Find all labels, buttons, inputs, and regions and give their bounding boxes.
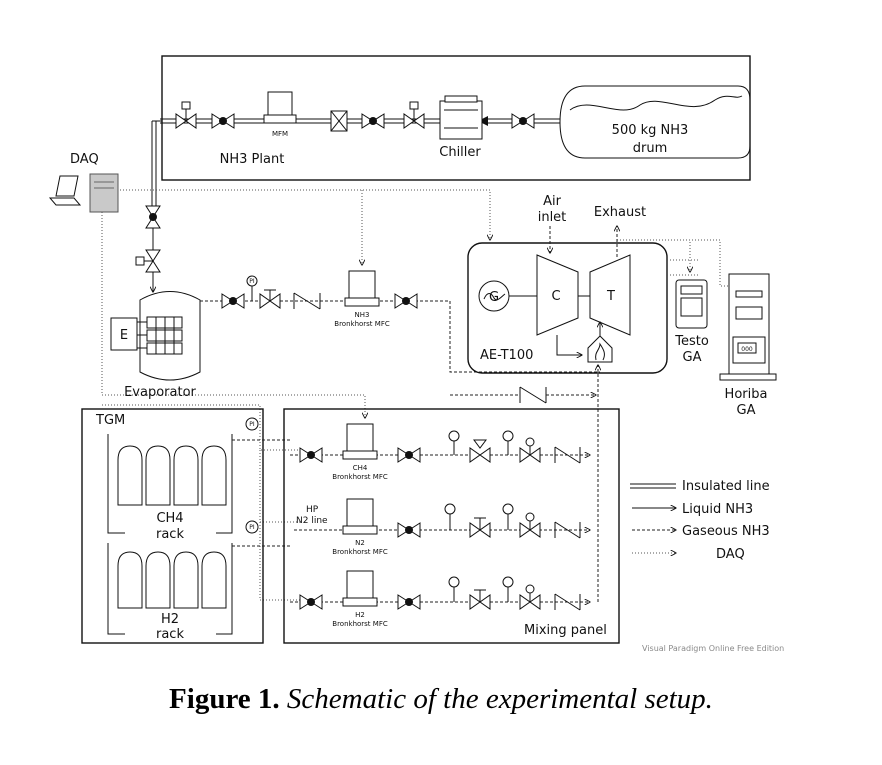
- nh3-mfc-label-2: Bronkhorst MFC: [334, 320, 390, 328]
- nh3-mfc-ball-valve: [394, 293, 418, 309]
- h2-rack-label-2: rack: [156, 627, 184, 642]
- air-inlet-label-1: Air: [543, 194, 562, 209]
- evap-pressure-indicator: PI: [246, 275, 258, 301]
- gaseous-nh3-line: PI NH3 Bronkhorst MFC: [200, 270, 600, 602]
- drum-ball-valve: [511, 113, 535, 129]
- nh3-plant-label: NH3 Plant: [220, 152, 285, 167]
- legend-label-3: DAQ: [716, 547, 745, 562]
- legend-label-0: Insulated line: [682, 479, 770, 494]
- mixing-panel: Mixing panel CH4 Bronkhorst MFC HP N2 li…: [283, 408, 620, 644]
- vertical-ball-valve: [145, 205, 161, 229]
- generator-label: G: [489, 290, 499, 305]
- caption-number: Figure 1.: [169, 683, 280, 715]
- ball-valve-3: [361, 113, 385, 129]
- legend-liquid-nh3: Liquid NH3: [632, 502, 753, 517]
- evaporator: E Evaporator: [110, 291, 201, 400]
- tgm-pi-1: PI: [249, 421, 255, 428]
- evap-pi-label: PI: [249, 278, 255, 285]
- horiba-gas-analyzer: 000 Horiba GA: [719, 273, 777, 418]
- nh3-mfc: NH3 Bronkhorst MFC: [334, 270, 390, 328]
- chiller: Chiller: [439, 95, 483, 160]
- mass-flow-meter: MFM: [263, 91, 297, 138]
- figure-caption: Figure 1. Schematic of the experimental …: [0, 683, 882, 716]
- legend-label-2: Gaseous NH3: [682, 524, 770, 539]
- testo-gas-analyzer: Testo GA: [674, 279, 709, 365]
- n2-mfc-label-1: N2: [355, 539, 365, 547]
- turbine-label: T: [606, 289, 615, 304]
- nh3-plant-box: 500 kg NH3 drum Chiller: [160, 55, 751, 181]
- e-box-label: E: [120, 328, 128, 343]
- horiba-label-2: GA: [737, 403, 756, 418]
- legend: Insulated line Liquid NH3 Gaseous NH3 DA…: [630, 479, 770, 562]
- testo-label-1: Testo: [674, 334, 709, 349]
- horiba-label-1: Horiba: [725, 387, 768, 402]
- evaporator-label: Evaporator: [124, 385, 196, 400]
- evap-needle-valve: [259, 289, 281, 309]
- vertical-control-valve: [135, 249, 161, 273]
- mfm-label: MFM: [272, 130, 288, 138]
- chiller-label: Chiller: [439, 145, 481, 160]
- evap-check-valve: [293, 292, 321, 310]
- nh3-drum-label-1: 500 kg NH3: [612, 123, 689, 138]
- watermark: Visual Paradigm Online Free Edition: [642, 644, 784, 653]
- tgm-box: TGM CH4 rack H2 rack PI PI: [81, 408, 290, 644]
- daq: DAQ: [48, 152, 119, 213]
- daq-signal-lines: [101, 189, 490, 601]
- evap-ball-valve: [221, 293, 245, 309]
- legend-daq: DAQ: [632, 547, 745, 562]
- hp-n2-label-2: N2 line: [296, 516, 328, 526]
- compressor-label: C: [551, 289, 560, 304]
- nh3-mfc-label-1: NH3: [355, 311, 370, 319]
- legend-gaseous-nh3: Gaseous NH3: [632, 524, 770, 539]
- tgm-pressure-indicator-1: PI: [245, 417, 259, 431]
- ae-t100-turbine: G C T AE-T100: [467, 242, 668, 374]
- ball-valve-2: [211, 113, 235, 129]
- mixing-check-valve: [519, 386, 547, 404]
- h2-mfc-label-1: H2: [355, 611, 365, 619]
- nh3-drum-label-2: drum: [633, 141, 668, 156]
- air-inlet-label-2: inlet: [538, 210, 567, 225]
- ch4-rack: CH4 rack: [107, 434, 233, 542]
- ae-t100-label: AE-T100: [480, 348, 533, 363]
- tgm-pi-2: PI: [249, 524, 255, 531]
- mixing-panel-label: Mixing panel: [524, 623, 607, 638]
- horiba-display: 000: [741, 346, 753, 353]
- combustor-flame-icon: [587, 335, 613, 363]
- tgm-pressure-indicator-2: PI: [245, 520, 259, 534]
- h2-line: H2 Bronkhorst MFC: [290, 570, 590, 628]
- ch4-line: CH4 Bronkhorst MFC: [290, 423, 590, 481]
- tgm-label: TGM: [95, 413, 125, 428]
- nh3-drum: 500 kg NH3 drum: [559, 85, 751, 159]
- h2-rack-label-1: H2: [161, 612, 179, 627]
- daq-label: DAQ: [70, 152, 99, 167]
- control-valve-3: [403, 101, 425, 129]
- hp-n2-label-1: HP: [306, 505, 319, 515]
- h2-mfc-label-2: Bronkhorst MFC: [332, 620, 388, 628]
- control-valve-2: [175, 101, 197, 129]
- legend-insulated-line: Insulated line: [630, 479, 770, 494]
- caption-text: Schematic of the experimental setup.: [286, 683, 713, 715]
- n2-mfc-label-2: Bronkhorst MFC: [332, 548, 388, 556]
- ch4-rack-label-2: rack: [156, 527, 184, 542]
- testo-label-2: GA: [683, 350, 702, 365]
- ch4-mfc-label-2: Bronkhorst MFC: [332, 473, 388, 481]
- desktop-tower-icon: [89, 173, 119, 213]
- n2-line: HP N2 line N2 Bronkhorst MFC: [294, 498, 590, 556]
- filter: [330, 110, 348, 132]
- h2-rack: H2 rack: [107, 543, 233, 642]
- ch4-mfc-label-1: CH4: [353, 464, 368, 472]
- legend-label-1: Liquid NH3: [682, 502, 753, 517]
- ch4-rack-label-1: CH4: [156, 511, 183, 526]
- laptop-icon: [48, 175, 82, 206]
- exhaust-label: Exhaust: [594, 205, 646, 220]
